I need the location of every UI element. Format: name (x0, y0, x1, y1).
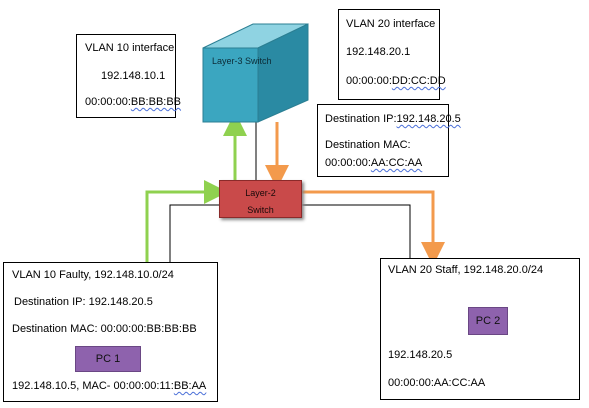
layer3-switch-cube (202, 23, 309, 123)
vlan20-staff-box: VLAN 20 Staff, 192.148.20.0/24 PC 2 192.… (380, 258, 580, 400)
vlan10-faulty-footer: 192.148.10.5, MAC- 00:00:00:11:BB:AA (12, 380, 207, 392)
destination-info-box: Destination IP:192.148.20.5 Destination … (317, 104, 461, 177)
vlan20-interface-box: VLAN 20 interface 192.148.20.1 00:00:00:… (338, 9, 446, 100)
layer2-switch: Layer-2 Switch (219, 180, 302, 218)
vlan10-faulty-dest-mac: Destination MAC: 00:00:00:BB:BB:BB (12, 323, 197, 335)
vlan10-faulty-title: VLAN 10 Faulty, 192.148.10.0/24 (12, 269, 174, 281)
pc1-computer: PC 1 (75, 346, 141, 372)
pc2-computer: PC 2 (468, 307, 508, 335)
layer2-switch-label: Layer-2 (245, 188, 276, 198)
destination-ip: Destination IP:192.148.20.5 (325, 113, 461, 125)
vlan10-interface-ip: 192.148.10.1 (101, 70, 166, 82)
destination-mac: 00:00:00:AA:CC:AA (325, 157, 423, 169)
link-switch2-vlan10 (169, 204, 219, 262)
layer3-switch-label: Layer-3 Switch (212, 56, 272, 66)
vlan20-interface-mac: 00:00:00:DD:CC:DD (346, 75, 446, 87)
vlan10-interface-mac: 00:00:00:BB:BB:BB (85, 96, 182, 108)
vlan20-staff-mac: 00:00:00:AA:CC:AA (388, 377, 486, 389)
green-path-vlan10-to-switch2 (145, 180, 228, 262)
orange-path-switch2-to-vlan20 (302, 190, 445, 266)
vlan20-staff-title: VLAN 20 Staff, 192.148.20.0/24 (388, 264, 544, 276)
pc2-label: PC 2 (475, 315, 501, 327)
vlan10-interface-title: VLAN 10 interface (85, 42, 175, 54)
vlan10-faulty-dest-ip: Destination IP: 192.148.20.5 (14, 296, 153, 308)
vlan20-staff-ip: 192.148.20.5 (388, 349, 453, 361)
vlan20-interface-ip: 192.148.20.1 (346, 46, 411, 58)
link-switch2-vlan20 (302, 204, 411, 258)
destination-mac-label: Destination MAC: (325, 139, 411, 151)
pc1-label: PC 1 (95, 353, 121, 365)
layer2-switch-label-2: Switch (247, 205, 274, 215)
vlan10-faulty-box: VLAN 10 Faulty, 192.148.10.0/24 Destinat… (3, 262, 218, 402)
vlan20-interface-title: VLAN 20 interface (346, 18, 436, 30)
vlan10-interface-box: VLAN 10 interface 192.148.10.1 00:00:00:… (76, 34, 181, 118)
